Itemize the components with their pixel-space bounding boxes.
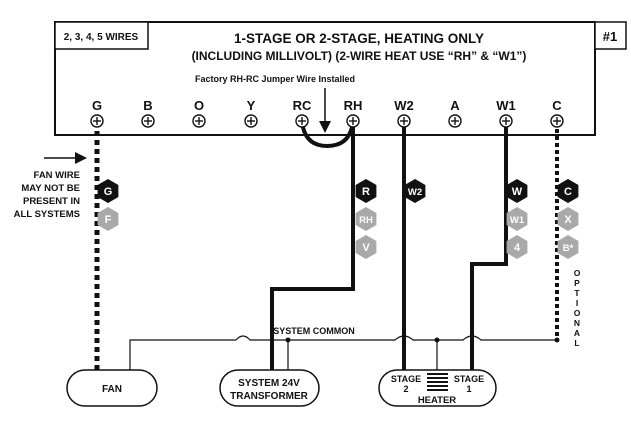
wire-tag-c-2	[557, 235, 579, 259]
wire-tag-label-c-0: C	[564, 186, 572, 198]
wire-tag-w1-0	[506, 179, 528, 203]
wire-tag-label-rh-0: R	[362, 186, 370, 198]
terminal-screw-w1	[499, 114, 513, 128]
wire-tag-label-w1-2: 4	[514, 242, 521, 254]
diagram-number: #1	[603, 29, 617, 44]
fan-note-line-3: PRESENT IN	[23, 196, 80, 207]
terminal-screw-rc	[295, 114, 309, 128]
wire-tag-rh-2	[355, 235, 377, 259]
fan-note-line-2: MAY NOT BE	[21, 183, 80, 194]
stage1-label-2: 1	[466, 384, 471, 394]
terminal-label-y: Y	[247, 98, 256, 113]
stage2-label-1: STAGE	[391, 374, 421, 384]
wire-tag-label-g-0: G	[104, 186, 113, 198]
wire-tag-rh-1	[355, 207, 377, 231]
terminal-label-c: C	[552, 98, 562, 113]
wire-tag-c-0	[557, 179, 579, 203]
transformer-label-2: TRANSFORMER	[230, 391, 309, 402]
system-common-wire	[129, 335, 557, 372]
wire-tag-label-w2-0: W2	[408, 187, 422, 198]
terminal-screw-c	[550, 114, 564, 128]
wire-count-box	[54, 21, 149, 50]
transformer-box	[219, 369, 320, 407]
system-common-label: SYSTEM COMMON	[273, 326, 355, 336]
wire-tag-rh-0	[355, 179, 377, 203]
fan-box	[66, 369, 158, 407]
terminal-label-o: O	[194, 98, 204, 113]
terminal-label-rh: RH	[344, 98, 363, 113]
terminal-screw-y	[244, 114, 258, 128]
terminal-screw-rh	[346, 114, 360, 128]
title-line-2: (INCLUDING MILLIVOLT) (2-WIRE HEAT USE “…	[192, 49, 527, 63]
terminal-screw-a	[448, 114, 462, 128]
wire-tag-label-rh-1: RH	[359, 215, 373, 226]
wire-tags: G F R RH V W2 W W1 4 C X B*	[97, 179, 579, 259]
terminal-label-w1: W1	[496, 98, 516, 113]
common-junction-transformer	[285, 337, 291, 343]
terminal-label-g: G	[92, 98, 102, 113]
terminal-screw-w2	[397, 114, 411, 128]
wire-count-label: 2, 3, 4, 5 WIRES	[64, 32, 139, 43]
common-junction-c	[554, 337, 560, 343]
terminal-screw-b	[141, 114, 155, 128]
terminal-label-rc: RC	[293, 98, 312, 113]
wire-rh	[270, 122, 355, 372]
terminal-label-b: B	[143, 98, 152, 113]
terminal-screw-g	[90, 114, 104, 128]
wire-tag-label-rh-2: V	[362, 242, 370, 254]
fan-label: FAN	[102, 384, 122, 395]
wire-tag-label-c-1: X	[564, 214, 572, 226]
title-line-1: 1-STAGE OR 2-STAGE, HEATING ONLY	[234, 31, 484, 46]
wire-tag-g-1	[97, 207, 119, 231]
wire-tag-w1-2	[506, 235, 528, 259]
stage2-label-2: 2	[403, 384, 408, 394]
fan-note-line-1: FAN WIRE	[34, 170, 80, 181]
stage1-label-1: STAGE	[454, 374, 484, 384]
wire-tag-w2-0	[404, 179, 426, 203]
wire-tag-label-c-2: B*	[563, 243, 574, 254]
heater-label: HEATER	[418, 395, 456, 406]
wire-tag-label-w1-1: W1	[510, 215, 525, 226]
heater-box	[378, 369, 497, 407]
wire-tag-label-g-1: F	[105, 214, 112, 226]
jumper-wire	[300, 121, 355, 149]
wire-tag-g-0	[97, 179, 119, 203]
diagram-number-box	[594, 21, 627, 50]
common-junction-heater	[434, 337, 440, 343]
wire-tag-w1-1	[506, 207, 528, 231]
terminal-screw-o	[192, 114, 206, 128]
wire-w1	[470, 122, 508, 372]
terminal-label-w2: W2	[394, 98, 414, 113]
fan-note-line-4: ALL SYSTEMS	[14, 209, 80, 220]
transformer-label-1: SYSTEM 24V	[238, 378, 300, 389]
terminal-label-a: A	[450, 98, 460, 113]
heater-element-icon	[427, 373, 448, 391]
wire-tag-label-w1-0: W	[512, 186, 523, 198]
wire-tag-c-1	[557, 207, 579, 231]
jumper-note: Factory RH-RC Jumper Wire Installed	[195, 74, 355, 84]
